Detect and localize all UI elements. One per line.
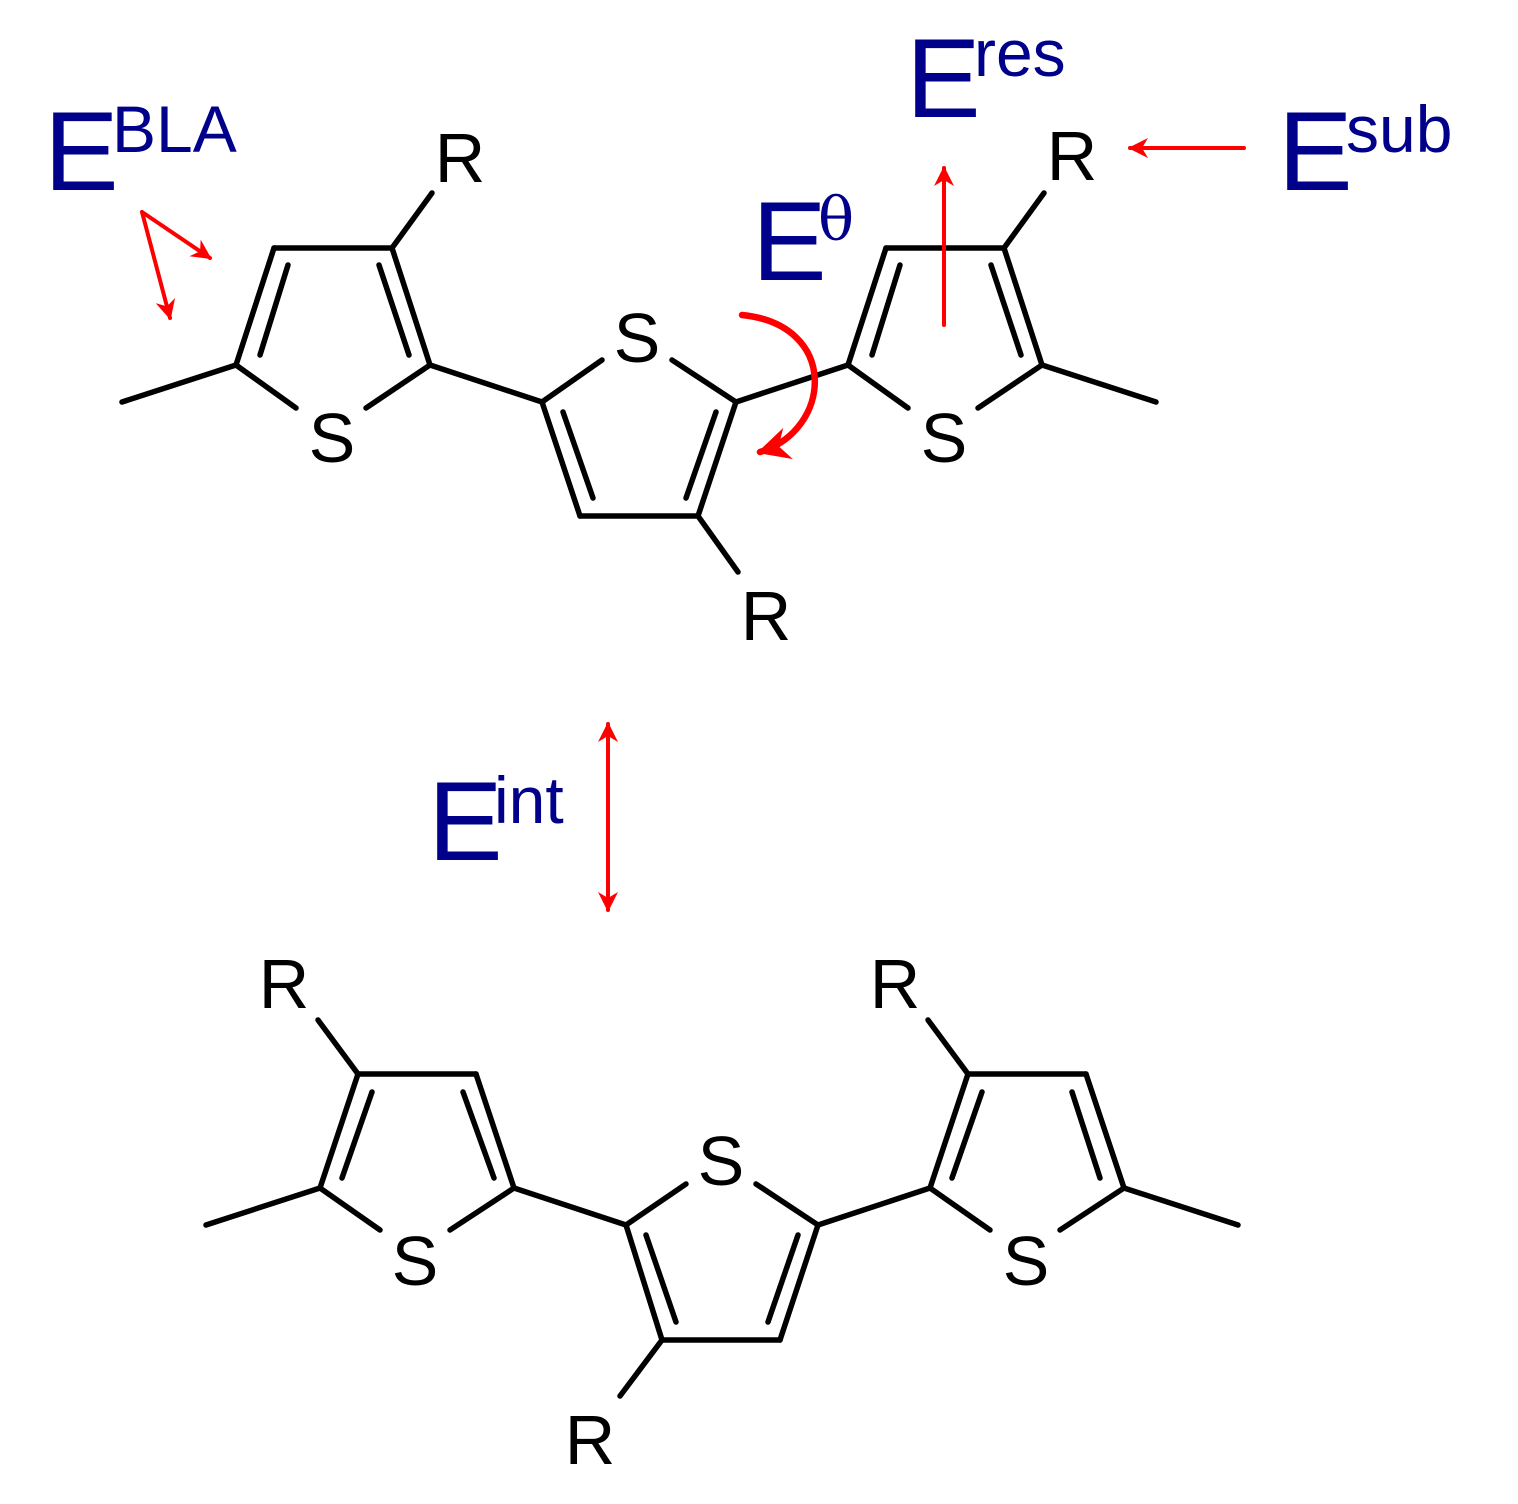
e-int-label: E int bbox=[428, 759, 564, 884]
top-center-sulfur-label: S bbox=[614, 299, 661, 377]
svg-text:BLA: BLA bbox=[112, 92, 237, 166]
top-right-r-label: R bbox=[1047, 117, 1098, 195]
svg-text:E: E bbox=[752, 179, 827, 304]
bottom-right-ring bbox=[925, 1017, 1241, 1233]
svg-text:int: int bbox=[494, 763, 564, 837]
top-right-ring bbox=[845, 190, 1159, 411]
svg-text:sub: sub bbox=[1346, 92, 1452, 166]
top-terthiophene: S S S R R R bbox=[119, 117, 1159, 655]
bottom-center-sulfur-label: S bbox=[698, 1122, 745, 1200]
top-right-sulfur-label: S bbox=[921, 399, 968, 477]
bottom-center-r-label: R bbox=[565, 1401, 616, 1479]
top-center-ring bbox=[539, 357, 851, 575]
bla-arrow-right bbox=[140, 210, 212, 260]
e-bla-label: E BLA bbox=[44, 89, 237, 214]
e-sub-label: E sub bbox=[1278, 89, 1452, 214]
top-center-r-label: R bbox=[741, 577, 792, 655]
svg-text:res: res bbox=[974, 16, 1066, 90]
bottom-left-sulfur-label: S bbox=[392, 1222, 439, 1300]
energy-arrows bbox=[140, 138, 1246, 912]
bla-arrow-down bbox=[140, 210, 176, 320]
svg-text:E: E bbox=[906, 16, 981, 141]
svg-text:E: E bbox=[1278, 89, 1353, 214]
top-left-ring bbox=[119, 190, 545, 411]
bottom-left-r-label: R bbox=[259, 945, 310, 1023]
torsion-arrow bbox=[738, 311, 818, 459]
svg-text:E: E bbox=[44, 89, 119, 214]
bottom-left-ring bbox=[203, 1017, 629, 1233]
bottom-center-ring bbox=[617, 1181, 933, 1399]
top-left-sulfur-label: S bbox=[309, 399, 356, 477]
e-res-label: E res bbox=[906, 16, 1066, 141]
top-left-r-label: R bbox=[435, 119, 486, 197]
svg-text:E: E bbox=[428, 759, 503, 884]
bottom-right-r-label: R bbox=[870, 945, 921, 1023]
svg-text:θ: θ bbox=[818, 185, 854, 255]
e-theta-label: E θ bbox=[752, 179, 854, 304]
energy-labels: E BLA E res E sub E θ E int bbox=[44, 16, 1452, 884]
bottom-right-sulfur-label: S bbox=[1003, 1222, 1050, 1300]
bottom-terthiophene: S S S R R R bbox=[203, 945, 1241, 1479]
